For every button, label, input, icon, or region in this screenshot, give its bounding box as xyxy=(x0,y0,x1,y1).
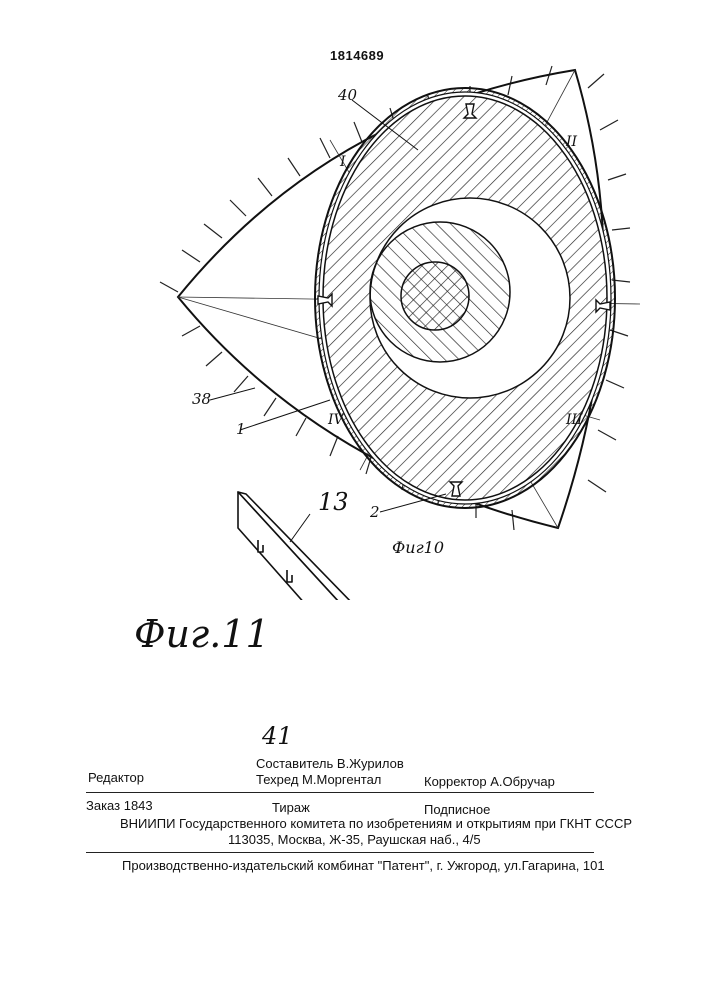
editor: Редактор xyxy=(88,770,144,785)
footer-rule-2 xyxy=(86,852,594,853)
label-38: 38 xyxy=(192,390,211,408)
label-1: 1 xyxy=(236,420,246,438)
label-2: 2 xyxy=(370,503,380,521)
region-I: I xyxy=(340,154,346,170)
techred: Техред М.Моргентал xyxy=(256,772,381,787)
label-13: 13 xyxy=(318,488,349,516)
order: Заказ 1843 xyxy=(86,798,153,813)
shaft xyxy=(401,262,469,330)
vniipi: ВНИИПИ Государственного комитета по изоб… xyxy=(120,816,632,831)
figure-11-caption: Фиг.11 xyxy=(134,612,270,656)
corrector: Корректор А.Обручар xyxy=(424,774,555,789)
region-III: III xyxy=(566,412,583,428)
address: 113035, Москва, Ж-35, Раушская наб., 4/5 xyxy=(228,832,481,847)
publisher: Производственно-издательский комбинат "П… xyxy=(122,858,605,873)
label-41: 41 xyxy=(262,722,293,750)
label-40: 40 xyxy=(338,86,357,104)
subscription: Подписное xyxy=(424,802,490,817)
figure-10-caption: Фиг10 xyxy=(392,538,444,557)
circulation: Тираж xyxy=(272,800,310,815)
region-II: II xyxy=(566,134,577,150)
compiler: Составитель В.Журилов xyxy=(256,756,404,771)
region-IV: IV xyxy=(328,412,344,428)
footer-rule-1 xyxy=(86,792,594,793)
